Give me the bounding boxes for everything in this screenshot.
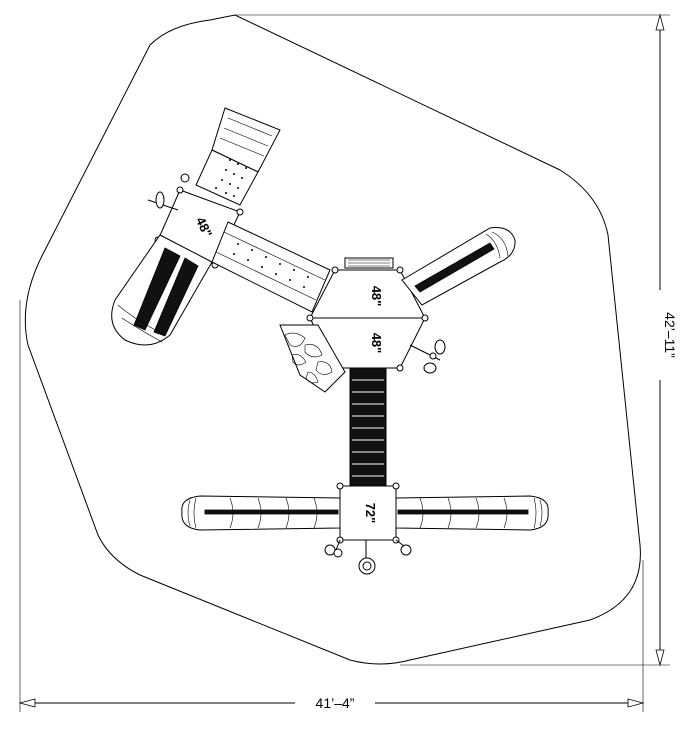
deck-bottom-label: 72" [363,503,378,524]
slide-left [111,234,213,346]
bottom-accessories [324,539,412,575]
height-label: 42’–11” [662,312,678,358]
deck-top-label: 48" [369,286,384,307]
climber-upper-left [195,107,281,206]
wave-slide-left [181,495,341,531]
width-dimension: 41’–4” [18,300,645,712]
height-dimension: 42’–11” [235,13,678,667]
wave-slide-right [395,495,549,531]
slide-right [401,227,516,306]
deck-top: 48" [309,257,426,319]
ladder-center [349,367,387,487]
bridge-upper [211,221,331,313]
use-zone-boundary [24,14,641,665]
propeller-accessory [409,339,446,374]
width-label: 41’–4” [316,695,355,711]
deck-center-label: 48" [369,333,384,354]
rock-climber [279,324,346,393]
steering-wheel-accessory [147,173,190,211]
deck-bottom: 72" [336,482,400,544]
